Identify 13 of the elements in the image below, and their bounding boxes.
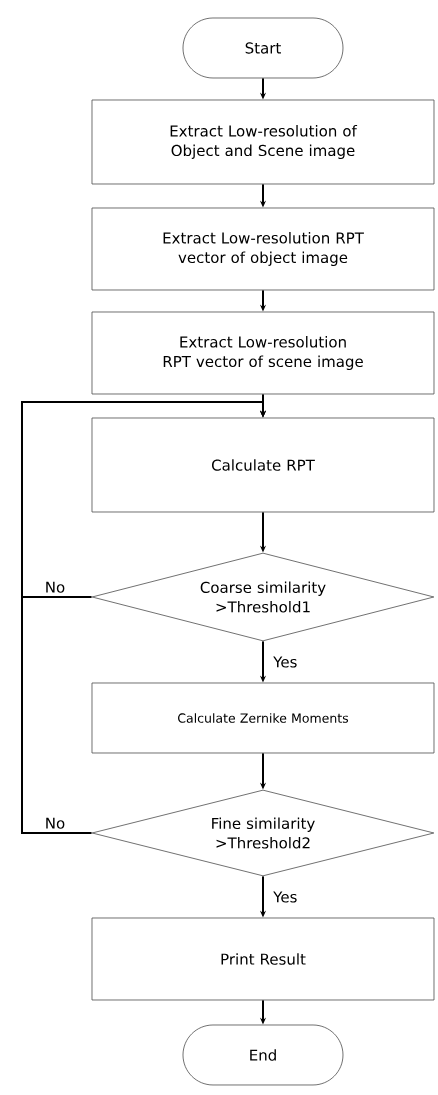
terminal-box: End bbox=[182, 1024, 344, 1086]
edge-label: No bbox=[46, 817, 65, 829]
loop-arrow bbox=[21, 401, 267, 834]
edge-label: Yes bbox=[273, 656, 297, 668]
process-box: Extract Low-resolution of Object and Scene image bbox=[91, 99, 435, 185]
process-box: Calculate Zernike Moments bbox=[91, 682, 435, 754]
edge-label: Yes bbox=[273, 891, 297, 903]
terminal-box: Start bbox=[182, 17, 344, 79]
process-box: Calculate RPT bbox=[91, 417, 435, 513]
process-box: Print Result bbox=[91, 917, 435, 1001]
edge-label: No bbox=[46, 581, 65, 593]
process-box: Extract Low-resolution RPT vector of scene image bbox=[91, 311, 435, 395]
process-box: Extract Low-resolution RPT vector of object image bbox=[91, 207, 435, 291]
